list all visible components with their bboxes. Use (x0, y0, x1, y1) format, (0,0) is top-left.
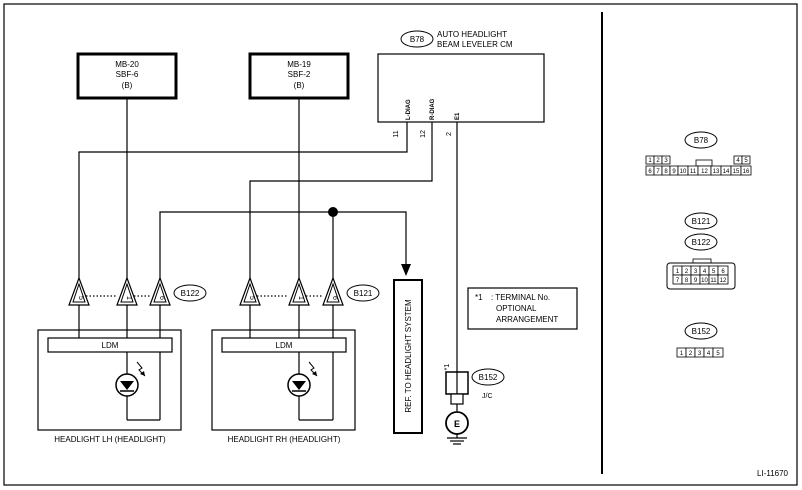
ground-tag: B152 (479, 373, 498, 382)
b78-pin-10: 10 (680, 169, 687, 175)
b121-view-tag: B121 (692, 217, 711, 226)
b122-pin-6: 6 (158, 296, 165, 300)
ldm-right-label: LDM (276, 341, 293, 350)
b78-pin-16: 16 (743, 169, 750, 175)
splice-dot (328, 207, 338, 217)
b122-pin-1: 1 (125, 296, 132, 300)
b152-view-pin-1: 1 (680, 351, 684, 357)
b78-pin-13: 13 (713, 169, 720, 175)
headlight-lh: LDM HEADLIGHT LH (HEADLIGHT) (37, 305, 182, 444)
b121-view-pin-2: 2 (685, 269, 689, 275)
fuse-box-right: MB-19 SBF-2 (B) (248, 52, 350, 100)
b78-pin-11: 11 (690, 169, 697, 175)
b121-pin-1: 1 (297, 296, 304, 300)
b78-pin-1: 1 (648, 158, 652, 164)
b121-tag: B121 (354, 289, 373, 298)
b121-view-pin-9: 9 (694, 278, 698, 284)
cm-pin-num-2: 2 (446, 132, 453, 136)
b78-pin-14: 14 (723, 169, 730, 175)
cm-pin-name-rdiag: R-DIAG (430, 98, 436, 120)
cm-tag: B78 (410, 35, 425, 44)
b78-pin-2: 2 (656, 158, 660, 164)
fuse-right-line3: (B) (294, 81, 305, 90)
b152-view-pin-3: 3 (698, 351, 702, 357)
wires (78, 98, 458, 372)
control-module: B78 AUTO HEADLIGHT BEAM LEVELER CM L-DIA… (377, 30, 545, 138)
cm-pin-num-11: 11 (393, 130, 400, 137)
ground-jc-b152: *1 E B152 J/C (444, 364, 505, 445)
b121-view-pin-12: 12 (720, 278, 727, 284)
headlight-rh-label: HEADLIGHT RH (HEADLIGHT) (228, 435, 341, 444)
ground-symbol: E (454, 419, 460, 429)
b152-view-tag: B152 (692, 327, 711, 336)
note-marker: *1 (475, 293, 483, 302)
b152-view-pin-5: 5 (716, 351, 720, 357)
cm-pin-name-e1: E1 (455, 112, 461, 120)
b122-pin-5: 5 (77, 296, 84, 300)
b78-pin-8: 8 (664, 169, 668, 175)
b121-view-pin-10: 10 (701, 278, 708, 284)
b152-view-pin-4: 4 (707, 351, 711, 357)
ground-sub: J/C (482, 393, 493, 400)
b121-view-pin-11: 11 (710, 278, 717, 284)
headlight-rh: LDM HEADLIGHT RH (HEADLIGHT) (211, 305, 356, 444)
b122-tag: B122 (181, 289, 200, 298)
b122-view-tag: B122 (692, 238, 711, 247)
connector-b121: 5 1 6 B121 (239, 276, 380, 306)
b121-pin-5: 5 (248, 296, 255, 300)
connector-b122: 5 1 6 B122 (68, 276, 207, 306)
note-line1: : TERMINAL No. (491, 293, 550, 302)
b78-view-tag: B78 (694, 136, 709, 145)
cm-pin-num-12: 12 (420, 130, 427, 138)
b78-pin-6: 6 (648, 169, 652, 175)
b121-view-pin-5: 5 (712, 269, 716, 275)
figure-code: LI-11670 (757, 469, 789, 478)
connector-view-b121-b122: B121 B122 1 2 3 4 5 6 7 8 9 10 11 12 (666, 212, 736, 290)
b78-pin-4: 4 (736, 158, 740, 164)
connector-view-b78: B78 1 2 3 4 5 6 7 8 9 10 11 12 13 14 15 (645, 131, 752, 176)
b78-pin-9: 9 (672, 169, 676, 175)
note-line2: OPTIONAL (496, 304, 537, 313)
fuse-left-line2: SBF-6 (116, 70, 139, 79)
b78-pin-15: 15 (733, 169, 740, 175)
b152-view-pin-2: 2 (689, 351, 693, 357)
fuse-left-line3: (B) (122, 81, 133, 90)
diagram-frame (3, 3, 798, 486)
b78-pin-3: 3 (664, 158, 668, 164)
b78-pin-12: 12 (701, 169, 708, 175)
headlight-lh-label: HEADLIGHT LH (HEADLIGHT) (54, 435, 166, 444)
fuse-right-line1: MB-19 (287, 60, 311, 69)
ldm-left-label: LDM (102, 341, 119, 350)
cm-name-line1: AUTO HEADLIGHT (437, 30, 507, 39)
ref-headlight-system-box: REF. TO HEADLIGHT SYSTEM (393, 279, 423, 434)
b121-view-pin-6: 6 (721, 269, 725, 275)
ground-marker: *1 (444, 364, 451, 371)
ref-text: REF. TO HEADLIGHT SYSTEM (404, 299, 413, 413)
note-line3: ARRANGEMENT (496, 315, 558, 324)
b121-view-pin-3: 3 (694, 269, 698, 275)
b121-view-pin-8: 8 (685, 278, 689, 284)
b121-pin-6: 6 (331, 296, 338, 300)
note-box: *1 : TERMINAL No. OPTIONAL ARRANGEMENT (467, 287, 578, 330)
b121-view-pin-4: 4 (703, 269, 707, 275)
fuse-left-line1: MB-20 (115, 60, 139, 69)
arrow-to-ref (401, 264, 411, 276)
fuse-box-left: MB-20 SBF-6 (B) (76, 52, 178, 100)
b78-pin-5: 5 (744, 158, 748, 164)
b78-pin-7: 7 (656, 169, 660, 175)
cm-name-line2: BEAM LEVELER CM (437, 40, 513, 49)
b121-view-pin-7: 7 (676, 278, 680, 284)
cm-pin-name-ldiag: L-DIAG (406, 99, 412, 120)
b121-view-pin-1: 1 (676, 269, 680, 275)
connector-view-b152: B152 1 2 3 4 5 (676, 322, 724, 358)
fuse-right-line2: SBF-2 (288, 70, 311, 79)
